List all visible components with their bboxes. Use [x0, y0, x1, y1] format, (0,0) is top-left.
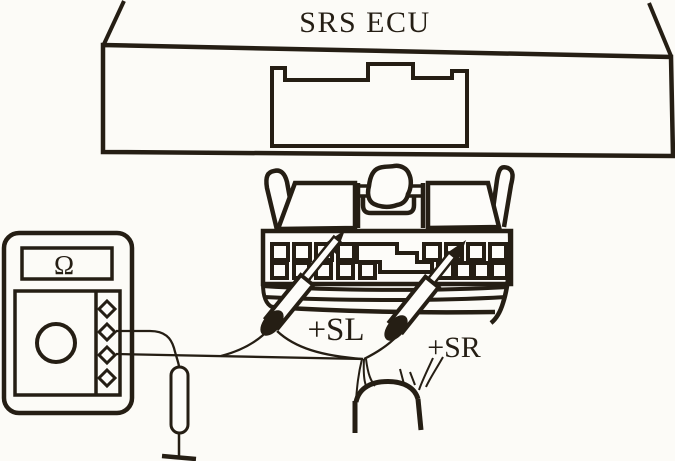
pin	[466, 242, 486, 262]
ground-symbol	[161, 453, 197, 461]
pin	[270, 261, 289, 280]
probe-sl	[260, 230, 345, 336]
pin	[472, 261, 491, 280]
connector-left-panel	[274, 180, 358, 232]
harness-sheath-arch	[353, 378, 421, 403]
pin	[488, 242, 508, 262]
ecu-front-face	[100, 42, 675, 159]
terminal-diamond-icon	[96, 367, 118, 389]
ohm-symbol: Ω	[54, 250, 74, 280]
wire-harness	[352, 356, 444, 433]
connector-latch	[355, 163, 426, 228]
flange-left-corner	[261, 283, 274, 309]
terminal-diamond-icon	[96, 321, 118, 343]
meter-panel	[13, 289, 122, 397]
ecu-unit: SRS ECU	[100, 0, 675, 159]
latch-release-tab	[365, 163, 414, 210]
pin	[454, 261, 473, 280]
pin	[270, 242, 290, 262]
lead-wire-horizontal	[115, 352, 364, 361]
meter-display	[20, 246, 114, 281]
ecu-title: SRS ECU	[299, 6, 430, 39]
pin	[422, 242, 442, 262]
pin	[358, 261, 377, 280]
pin	[490, 261, 509, 280]
flange-bottom	[270, 304, 496, 315]
sl-probe-tip	[260, 310, 284, 336]
label-sl: +SL	[307, 312, 364, 348]
sl-probe-wire-right	[276, 330, 364, 361]
multimeter: Ω	[1, 230, 135, 416]
inline-resistor	[161, 365, 197, 461]
latch-channel	[360, 197, 417, 216]
terminal-diamond-icon	[96, 344, 118, 366]
connector-keyway	[355, 242, 434, 274]
resistor-body	[169, 365, 190, 435]
meter-terminals	[96, 298, 118, 389]
terminal-diamond-icon	[96, 298, 118, 320]
label-sr: +SR	[427, 331, 481, 364]
harness-wire	[425, 356, 444, 388]
rotary-dial	[35, 322, 77, 364]
connector-right-panel	[425, 180, 502, 231]
connector-right-skirt	[489, 230, 513, 325]
sr-probe-tip	[384, 315, 408, 341]
pin	[292, 242, 312, 262]
probe-sr	[384, 240, 466, 341]
harness-sheath-right-leg	[415, 398, 424, 431]
pin	[336, 242, 356, 262]
ecu-top-right-edge	[647, 2, 673, 57]
harness-wire	[418, 357, 434, 391]
ecu-top-left-edge	[102, 0, 126, 45]
lead-wire-to-resistor	[116, 329, 181, 367]
pin	[336, 261, 355, 280]
ecu-socket-outline	[270, 62, 469, 148]
harness-wire	[409, 371, 416, 386]
meter-body	[1, 230, 135, 416]
